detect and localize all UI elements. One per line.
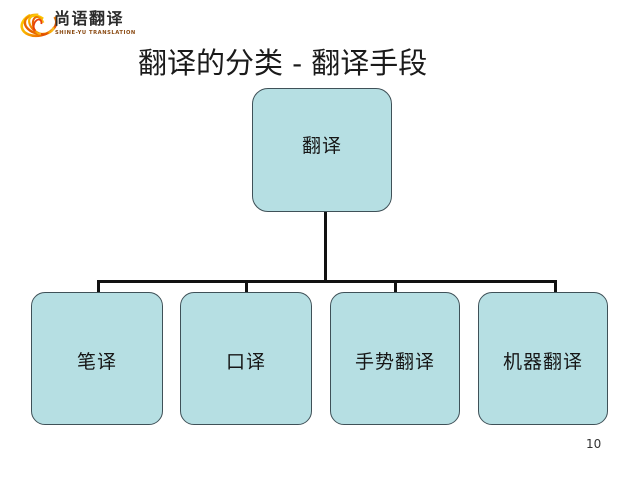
tree-node-root[interactable]: 翻译: [252, 88, 392, 212]
brand-logo: 尚语翻译 SHINE-YU TRANSLATION: [20, 4, 150, 44]
connector-trunk-vertical: [324, 212, 327, 282]
tree-node-child-3-label: 手势翻译: [354, 351, 435, 373]
logo-tagline: SHINE-YU TRANSLATION: [55, 30, 136, 36]
tree-node-child-1[interactable]: 笔译: [31, 292, 163, 425]
tree-node-child-3[interactable]: 手势翻译: [330, 292, 460, 425]
connector-drop-1: [97, 280, 100, 293]
tree-node-child-2[interactable]: 口译: [180, 292, 312, 425]
page-number: 10: [586, 437, 602, 451]
logo-wordmark: 尚语翻译: [54, 9, 125, 28]
spiral-swirl-icon: [20, 6, 58, 42]
tree-node-child-1-label: 笔译: [76, 351, 117, 373]
connector-drop-2: [245, 280, 248, 293]
connector-drop-3: [394, 280, 397, 293]
page-title: 翻译的分类 - 翻译手段: [138, 46, 428, 81]
tree-node-root-label: 翻译: [301, 134, 342, 157]
connector-drop-4: [554, 280, 557, 293]
connector-horizontal-bus: [97, 280, 556, 283]
tree-node-child-2-label: 口译: [225, 351, 266, 373]
tree-node-child-4[interactable]: 机器翻译: [478, 292, 608, 425]
tree-node-child-4-label: 机器翻译: [502, 351, 583, 373]
